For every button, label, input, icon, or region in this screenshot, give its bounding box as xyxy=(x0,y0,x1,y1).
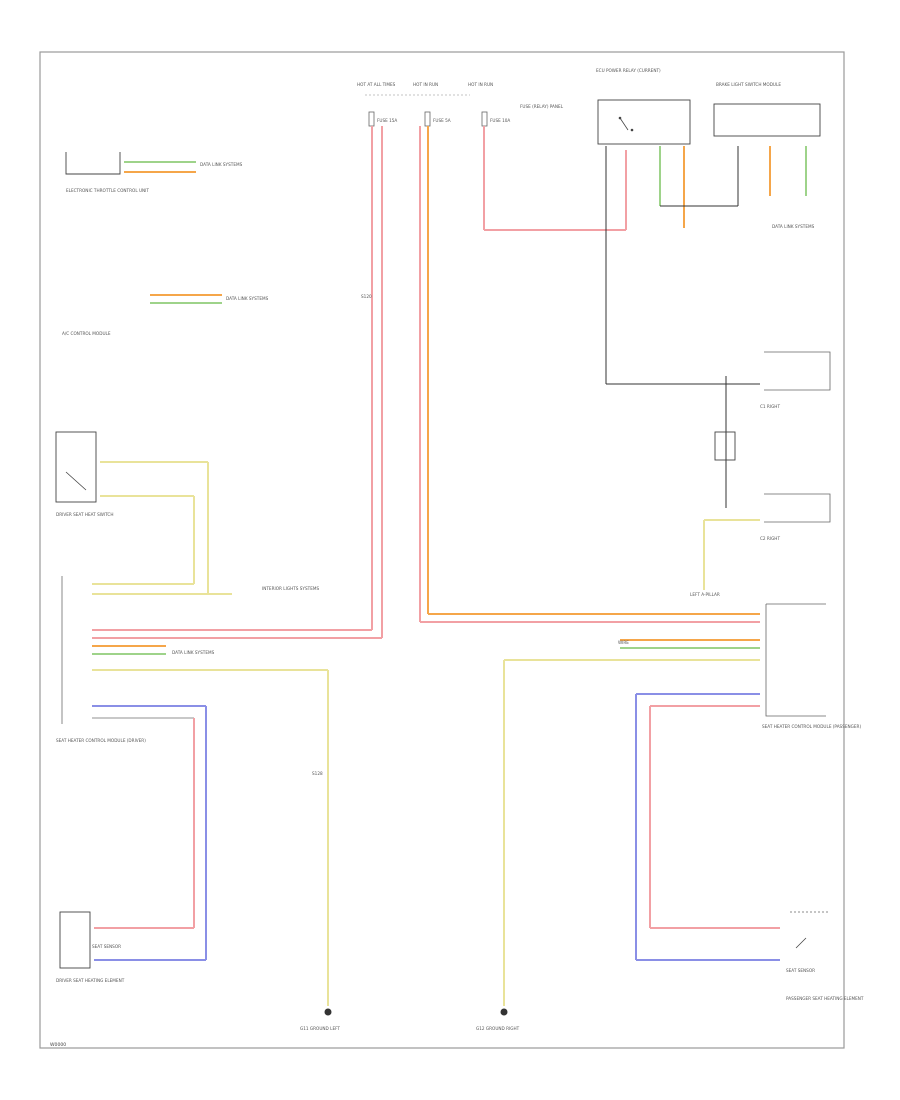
data-link-label-1: DATA LINK SYSTEMS xyxy=(200,162,243,167)
hot-label-2: HOT IN RUN xyxy=(413,82,438,87)
hot-label-1: HOT AT ALL TIMES xyxy=(357,82,396,87)
wire-top-label: WIRE xyxy=(618,640,629,645)
relay-wires: DATA LINK SYSTEMS xyxy=(605,146,815,385)
fuse-block-label: FUSE (RELAY) PANEL xyxy=(520,104,564,109)
relay-module: ECU POWER RELAY (CURRENT) xyxy=(596,68,691,145)
driver-switch: DRIVER SEAT HEAT SWITCH xyxy=(55,431,208,517)
connector-right-1-label: C1 RIGHT xyxy=(760,404,780,409)
hvac-label: A/C CONTROL MODULE xyxy=(62,331,111,336)
right-module-label: SEAT HEATER CONTROL MODULE (PASSENGER) xyxy=(762,724,861,729)
left-seat-label: DRIVER SEAT HEATING ELEMENT xyxy=(56,978,125,983)
throttle-unit-label: ELECTRONIC THROTTLE CONTROL UNIT xyxy=(66,188,149,193)
left-seat-module: SEAT HEATER CONTROL MODULE (DRIVER) INTE… xyxy=(56,462,382,1006)
data-link-label-2: DATA LINK SYSTEMS xyxy=(226,296,269,301)
ground-right-label: G12 GROUND RIGHT xyxy=(476,1026,520,1031)
driver-switch-label: DRIVER SEAT HEAT SWITCH xyxy=(56,512,114,517)
hot-label-3: HOT IN RUN xyxy=(468,82,493,87)
relay-label: ECU POWER RELAY (CURRENT) xyxy=(596,68,661,73)
center-wires: S120 xyxy=(361,126,760,638)
right-sensor-label: SEAT SENSOR xyxy=(786,968,815,973)
diagram-frame xyxy=(39,51,845,1049)
splice-label-1: S128 xyxy=(312,771,323,776)
fuse-label-1: FUSE 15A xyxy=(377,118,397,123)
left-seat-element-box xyxy=(59,911,91,969)
fuse-label-2: FUSE 5A xyxy=(433,118,451,123)
ground-right: G12 GROUND RIGHT xyxy=(476,1008,520,1031)
right-seat-module: SEAT HEATER CONTROL MODULE (PASSENGER) W… xyxy=(503,603,861,1006)
ground-left-label: G11 GROUND LEFT xyxy=(300,1026,340,1031)
relay-box xyxy=(597,99,691,145)
ground-left: S128 G11 GROUND LEFT xyxy=(300,771,340,1031)
hvac-module: DATA LINK SYSTEMS A/C CONTROL MODULE xyxy=(62,294,269,336)
right-seat-label: PASSENGER SEAT HEATING ELEMENT xyxy=(786,996,864,1001)
fuse-label-3: FUSE 10A xyxy=(490,118,510,123)
brake-switch-label: BRAKE LIGHT SWITCH MODULE xyxy=(716,82,781,87)
left-module-label: SEAT HEATER CONTROL MODULE (DRIVER) xyxy=(56,738,146,743)
right-connectors: C1 RIGHT C2 RIGHT LEFT A-PILLAR xyxy=(690,351,831,597)
connector-right-2-label: C2 RIGHT xyxy=(760,536,780,541)
diode-box xyxy=(714,431,736,461)
power-sources: HOT AT ALL TIMES HOT IN RUN HOT IN RUN F… xyxy=(357,82,564,127)
brake-switch-box xyxy=(713,103,821,137)
brake-switch-module: BRAKE LIGHT SWITCH MODULE xyxy=(713,82,821,137)
left-upper-module: ELECTRONIC THROTTLE CONTROL UNIT DATA LI… xyxy=(65,152,243,193)
footer-code: W0000 xyxy=(50,1042,66,1048)
left-sensor-label: SEAT SENSOR xyxy=(92,944,121,949)
driver-switch-box xyxy=(55,431,97,503)
splice-label-2: S120 xyxy=(361,294,372,299)
left-side-label: LEFT A-PILLAR xyxy=(690,592,720,597)
right-seat-element: SEAT SENSOR PASSENGER SEAT HEATING ELEME… xyxy=(786,911,864,1001)
data-link-label-4: DATA LINK SYSTEMS xyxy=(772,224,815,229)
interior-lights-label: INTERIOR LIGHTS SYSTEMS xyxy=(262,586,319,591)
data-link-label-3: DATA LINK SYSTEMS xyxy=(172,650,215,655)
left-seat-element: SEAT SENSOR DRIVER SEAT HEATING ELEMENT xyxy=(56,911,206,983)
